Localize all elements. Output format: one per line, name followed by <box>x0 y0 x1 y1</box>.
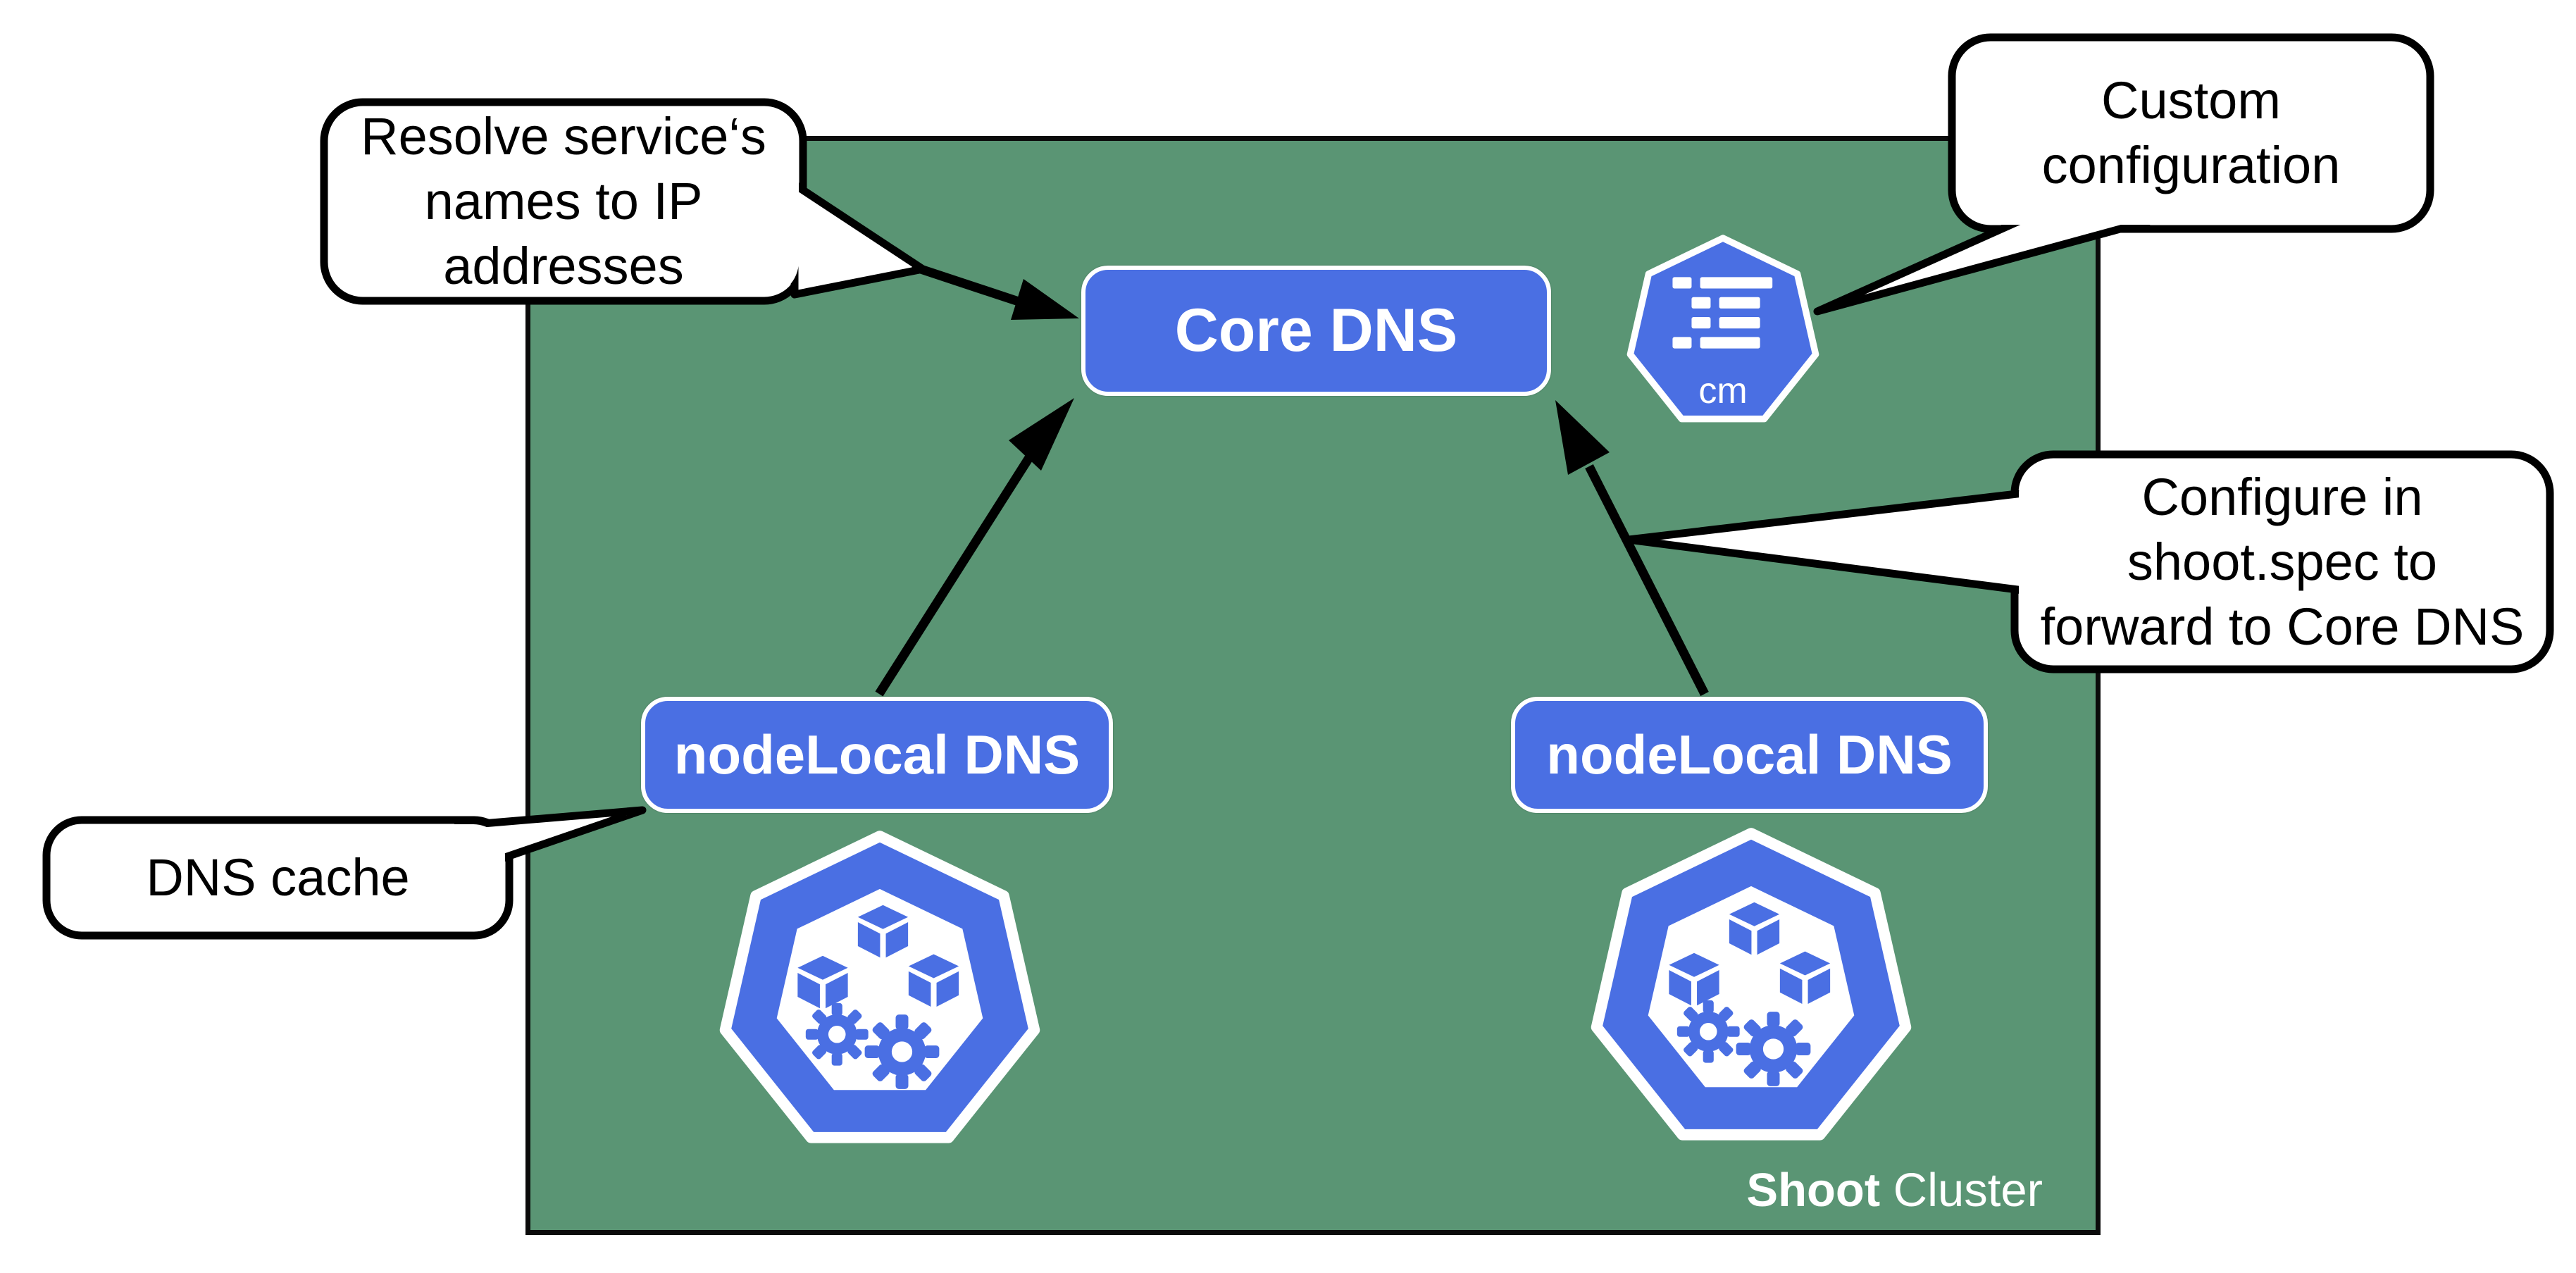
callout-configure-line3: forward to Core DNS <box>2040 597 2525 656</box>
configmap-icon <box>1630 238 1815 419</box>
callout-configure-line1: Configure in <box>2141 467 2423 526</box>
callout-custom-bubble <box>1813 33 2434 316</box>
nodelocal-dns-label-left: nodeLocal DNS <box>673 724 1081 785</box>
callout-configure-line2: shoot.spec to <box>2127 532 2438 591</box>
shoot-cluster-label-regular: Cluster <box>1880 1164 2043 1217</box>
callout-resolve-bubble <box>320 98 1079 320</box>
arrow-left-nodelocal-to-coredns <box>875 398 1074 697</box>
callout-custom-text: Custom configuration <box>1952 37 2430 229</box>
nodelocal-dns-box-right: nodeLocal DNS <box>1511 697 1988 813</box>
callout-configure-bubble <box>1624 450 2554 673</box>
shoot-cluster-label-bold: Shoot <box>1746 1164 1881 1217</box>
shoot-cluster-label: Shoot Cluster <box>1550 1162 2043 1219</box>
nodelocal-dns-label-right: nodeLocal DNS <box>1546 724 1953 785</box>
callout-cache-text: DNS cache <box>46 820 509 936</box>
core-dns-label: Core DNS <box>1174 297 1458 364</box>
callout-custom-line2: configuration <box>2041 136 2341 194</box>
callout-resolve-line3: addresses <box>443 237 684 295</box>
callout-configure-text: Configure in shoot.spec to forward to Co… <box>2015 454 2550 669</box>
callout-resolve-text: Resolve service‘s names to IP addresses <box>324 102 803 301</box>
node-icon-left <box>726 836 1035 1138</box>
nodelocal-dns-box-left: nodeLocal DNS <box>641 697 1113 813</box>
arrow-right-nodelocal-to-coredns <box>1555 400 1709 696</box>
callout-cache-line1: DNS cache <box>146 848 410 907</box>
callout-cache-bubble <box>42 806 647 940</box>
callout-resolve-line1: Resolve service‘s <box>361 107 766 166</box>
core-dns-box: Core DNS <box>1081 266 1551 396</box>
node-icon-right <box>1597 833 1906 1135</box>
callout-resolve-line2: names to IP <box>424 172 703 230</box>
callout-custom-line1: Custom <box>2101 71 2281 130</box>
configmap-cm-label: cm <box>1698 371 1748 411</box>
